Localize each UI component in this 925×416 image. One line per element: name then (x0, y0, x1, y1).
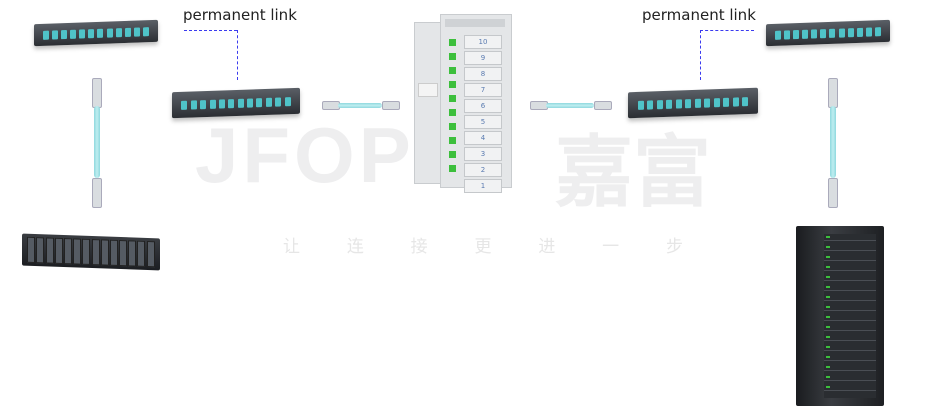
watermark-slogan: 让 连 接 更 进 一 步 (283, 232, 683, 257)
module: 8 (464, 67, 502, 81)
module: 7 (464, 83, 502, 97)
module: 4 (464, 131, 502, 145)
slogan-char: 让 (283, 237, 300, 257)
server-rack (796, 226, 884, 406)
leader-line-right-vertical (700, 30, 701, 80)
rack-status-leds (826, 236, 830, 396)
module: 5 (464, 115, 502, 129)
patch-panel-top-left (34, 19, 158, 47)
module: 1 (464, 179, 502, 193)
slogan-char: 进 (538, 237, 556, 257)
patch-cord-vertical-right (824, 78, 842, 208)
slogan-char: 更 (474, 237, 492, 257)
module: 6 (464, 99, 502, 113)
patch-panel-left (172, 87, 300, 119)
slogan-char: 步 (665, 237, 683, 257)
slogan-char: 一 (602, 237, 620, 257)
slogan-char: 接 (410, 237, 428, 257)
leader-line-left (184, 30, 237, 31)
watermark-brand: 嘉富 (555, 128, 712, 218)
leader-line-right (700, 30, 754, 31)
cabinet-door (414, 22, 442, 184)
module: 3 (464, 147, 502, 161)
patch-cord-horizontal-left (322, 100, 400, 110)
module: 9 (464, 51, 502, 65)
permanent-link-label-left: permanent link (183, 6, 297, 24)
media-converter-chassis (22, 233, 160, 271)
odf-cabinet: 10 9 8 7 6 5 4 3 2 1 (440, 14, 512, 193)
permanent-link-label-right: permanent link (642, 6, 756, 24)
rack-servers (824, 234, 876, 398)
patch-cord-horizontal-right (530, 100, 612, 110)
module: 10 (464, 35, 502, 49)
patch-cord-vertical-left (88, 78, 106, 208)
slogan-char: 连 (346, 237, 364, 257)
patch-panel-top-right (766, 19, 890, 47)
module-stack: 10 9 8 7 6 5 4 3 2 1 (461, 33, 505, 195)
leader-line-left-vertical (237, 30, 238, 80)
module: 2 (464, 163, 502, 177)
green-connector-column (449, 35, 459, 175)
patch-panel-right (628, 87, 758, 119)
